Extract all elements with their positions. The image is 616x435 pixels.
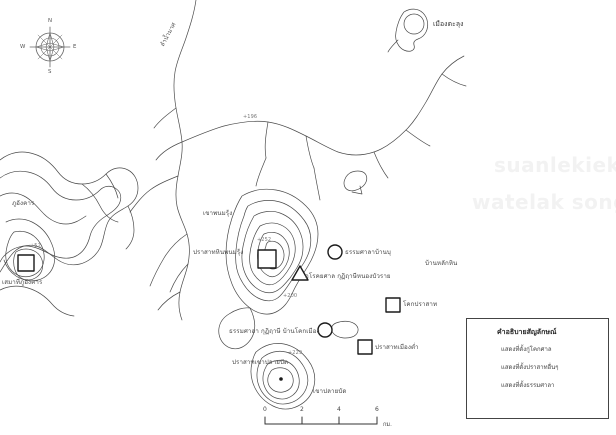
feature-polygon-right [343, 170, 368, 192]
contour-phuangkhan-4 [3, 218, 56, 282]
legend-item-label-triangle: แสดงที่ตั้งกู่โคกศาล [501, 346, 552, 353]
feature-polygon-right-notch [351, 185, 363, 195]
compass-south-label: S [48, 69, 52, 75]
elevation-point-200: +200 [283, 293, 298, 299]
contour-phuangkhan-6 [13, 248, 44, 281]
town-label-talung: เมืองตะลุง [433, 20, 464, 28]
contour-plaibat-crater [267, 367, 294, 393]
legend-item-label-circle: แสดงที่ตั้งธรรมศาลา [501, 382, 555, 389]
compass-west-label: W [20, 44, 26, 50]
river-tributary-4 [169, 263, 189, 293]
scale-tick-6: 6 [375, 406, 379, 413]
plaibat-peak-point [279, 377, 283, 381]
place-label-khao-phanom-rung: เขาพนมรุ้ง [203, 210, 233, 217]
contour-phuangkhan-7 [0, 285, 75, 317]
scale-bar [264, 416, 378, 425]
place-label-phu-angkhan: ภูอังคาร [12, 200, 35, 207]
river-branch-d [405, 129, 431, 147]
scale-unit-label: กม. [383, 422, 392, 428]
contour-phuangkhan-10 [125, 205, 135, 250]
contour-phuangkhan-2 [0, 170, 122, 263]
pond-khokmueang [331, 320, 359, 339]
symbol-square-phanomrung [257, 249, 277, 269]
town-talung-tail [387, 39, 399, 53]
contour-phuangkhan-outer [0, 151, 139, 273]
river-tributary-2 [155, 141, 183, 161]
place-label-khok-prasat: โคกปราสาท [403, 301, 438, 308]
river-south-2 [313, 167, 321, 201]
place-label-ban-lak-hin: บ้านหลักหิน [425, 260, 458, 267]
symbol-square-phuangkhan [17, 254, 35, 272]
contour-plaibat-2 [256, 350, 309, 405]
river-tributary-6 [153, 107, 177, 129]
contour-phnomrung-3 [241, 210, 304, 294]
symbol-circle-banbu [327, 244, 343, 260]
contour-phuangkhan-8 [81, 183, 119, 223]
contour-phnomrung-south [218, 307, 256, 350]
place-label-arokayasala-nong-bua-rai: อโรคยศาล กุฏิฤาษีหนองบัวราย [305, 273, 391, 280]
legend-item-label-square: แสดงที่ตั้งปราสาทอื่นๆ [501, 364, 559, 371]
symbol-square-khokprasat [385, 297, 401, 313]
river-tributary-1 [129, 175, 179, 213]
contour-plaibat-outer [250, 343, 316, 410]
scale-tick-2: 2 [300, 406, 304, 413]
elevation-point-196: +196 [243, 114, 258, 120]
scale-tick-0: 0 [263, 406, 267, 413]
town-talung-shape [395, 8, 429, 52]
river-tributary-5 [157, 291, 181, 311]
place-label-thammasala-ban-khok-mueang: ธรรมศาลา กุฏิฤาษี บ้านโคกเมือง [229, 328, 320, 335]
river-branch-e [441, 73, 467, 87]
watermark-line-1: suanlekiek [494, 153, 616, 177]
scale-tick-4: 4 [337, 406, 341, 413]
legend-title: คำอธิบายสัญลักษณ์ [497, 328, 557, 336]
elevation-point-229: +229 [288, 350, 303, 356]
contour-phuangkhan-9 [105, 173, 119, 199]
elevation-point-52: +52 [30, 243, 41, 249]
contour-phuangkhan-3 [0, 192, 87, 225]
place-label-sema-phu-angkhan: เสมาที่ภูอังคาร [2, 279, 43, 286]
contour-phuangkhan-5 [5, 230, 45, 278]
contour-phnomrung-5 [257, 231, 290, 278]
compass-north-label: N [48, 18, 53, 24]
place-label-prasat-khao-plai-bat: ปราสาทเขาปลายบัด [232, 359, 289, 366]
legend-panel [466, 318, 609, 419]
elevation-point-252: +252 [257, 237, 272, 243]
place-label-prasat-hin-phanom-rung: ปราสาทหินพนมรุ้ง [193, 249, 244, 256]
place-label-khao-plai-bat: เขาปลายบัด [313, 388, 347, 395]
contour-phnomrung-outer [225, 188, 319, 315]
river-branch-c [373, 151, 389, 179]
symbol-triangle-nongbuarai [291, 265, 309, 281]
place-label-thammasala-ban-bu: ธรรมศาลาบ้านบุ [345, 249, 391, 256]
compass-rose [29, 26, 71, 68]
river-branch-b [305, 135, 315, 169]
river-tributary-3 [149, 233, 188, 287]
contour-phnomrung-2 [235, 200, 312, 302]
symbol-circle-khokmueang [317, 322, 333, 338]
compass-east-label: E [73, 44, 77, 50]
town-talung-circle [403, 13, 425, 35]
symbol-square-mueangtam [357, 339, 373, 355]
contour-plaibat-3 [262, 359, 300, 400]
contour-phnomrung-6 [263, 240, 285, 270]
contour-phnomrung-4 [249, 222, 296, 286]
place-label-prasat-mueang-tam: ปราสาทเมืองต่ำ [375, 344, 419, 351]
river-main [173, 0, 197, 321]
watermark-line-2: watelak songsin [472, 190, 616, 214]
river-north-east [181, 55, 465, 156]
river-south [255, 157, 267, 187]
river-branch-a [264, 121, 269, 159]
